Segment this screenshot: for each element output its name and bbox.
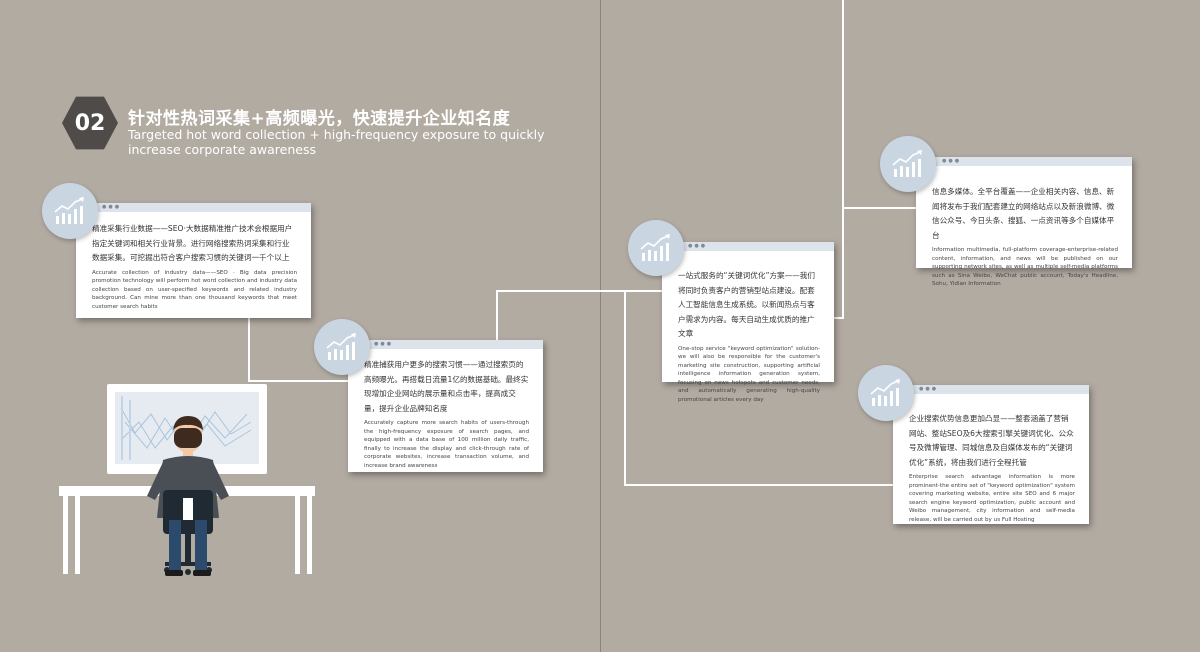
card-title-bar: ●●●	[916, 157, 1132, 166]
section-title-cn: 针对性热词采集+高频曝光，快速提升企业知名度	[128, 109, 511, 129]
person-at-computer-illustration	[59, 384, 315, 576]
connector-line	[624, 484, 894, 486]
connector-line	[248, 318, 250, 382]
card-text-en: One-stop service "keyword optimization" …	[678, 345, 820, 404]
connector-line	[248, 380, 348, 382]
bar-chart-trend-icon	[314, 319, 370, 375]
section-title-en: Targeted hot word collection + high-freq…	[128, 127, 545, 157]
connector-line	[832, 317, 844, 319]
card-text-cn: 精准捕获用户更多的搜索习惯——通过搜索页的高频曝光。再搭载日流量1亿的数据基础。…	[364, 360, 529, 413]
card-text-cn: 一站式服务的“关键词优化”方案——我们将同时负责客户的营销型站点建设。配套人工智…	[678, 271, 815, 338]
card-text-cn: 企业搜索优势信息更加凸显——整套涵盖了营销网站、整站SEO及6大搜索引擎关键词优…	[909, 414, 1074, 467]
feature-card-1: ●●● 精准采集行业数据——SEO·大数据精准推广技术会根据用户指定关键词和相关…	[76, 203, 311, 318]
card-title-bar: ●●●	[348, 340, 543, 349]
connector-line	[842, 0, 844, 318]
feature-card-5: ●●● 企业搜索优势信息更加凸显——整套涵盖了营销网站、整站SEO及6大搜索引擎…	[893, 385, 1089, 524]
feature-card-4: ●●● 信息多媒体。全平台覆盖——企业相关内容、信息、新闻将发布于我们配套建立的…	[916, 157, 1132, 287]
card-text-en: Information multimedia, full-platform co…	[932, 247, 1118, 288]
feature-card-2: ●●● 精准捕获用户更多的搜索习惯——通过搜索页的高频曝光。再搭载日流量1亿的数…	[348, 340, 543, 472]
card-text-cn: 精准采集行业数据——SEO·大数据精准推广技术会根据用户指定关键词和相关行业背景…	[92, 224, 293, 262]
section-number-badge: 02	[62, 96, 118, 150]
card-text-en: Enterprise search advantage information …	[909, 474, 1075, 523]
card-text-cn: 信息多媒体。全平台覆盖——企业相关内容、信息、新闻将发布于我们配套建立的网络站点…	[932, 187, 1115, 240]
connector-line	[496, 290, 498, 340]
bar-chart-trend-icon	[42, 183, 98, 239]
connector-line	[842, 207, 916, 209]
feature-card-3: ●●● 一站式服务的“关键词优化”方案——我们将同时负责客户的营销型站点建设。配…	[662, 242, 834, 403]
card-title-bar: ●●●	[76, 203, 311, 212]
connector-line	[496, 290, 664, 292]
bar-chart-trend-icon	[628, 220, 684, 276]
page-fold-divider	[600, 0, 601, 652]
card-title-bar: ●●●	[893, 385, 1089, 394]
card-text-en: Accurate collection of industry data——SE…	[92, 269, 297, 310]
card-text-en: Accurately capture more search habits of…	[364, 420, 529, 469]
bar-chart-trend-icon	[880, 136, 936, 192]
bar-chart-trend-icon	[858, 365, 914, 421]
connector-line	[624, 290, 626, 486]
card-title-bar: ●●●	[662, 242, 834, 251]
